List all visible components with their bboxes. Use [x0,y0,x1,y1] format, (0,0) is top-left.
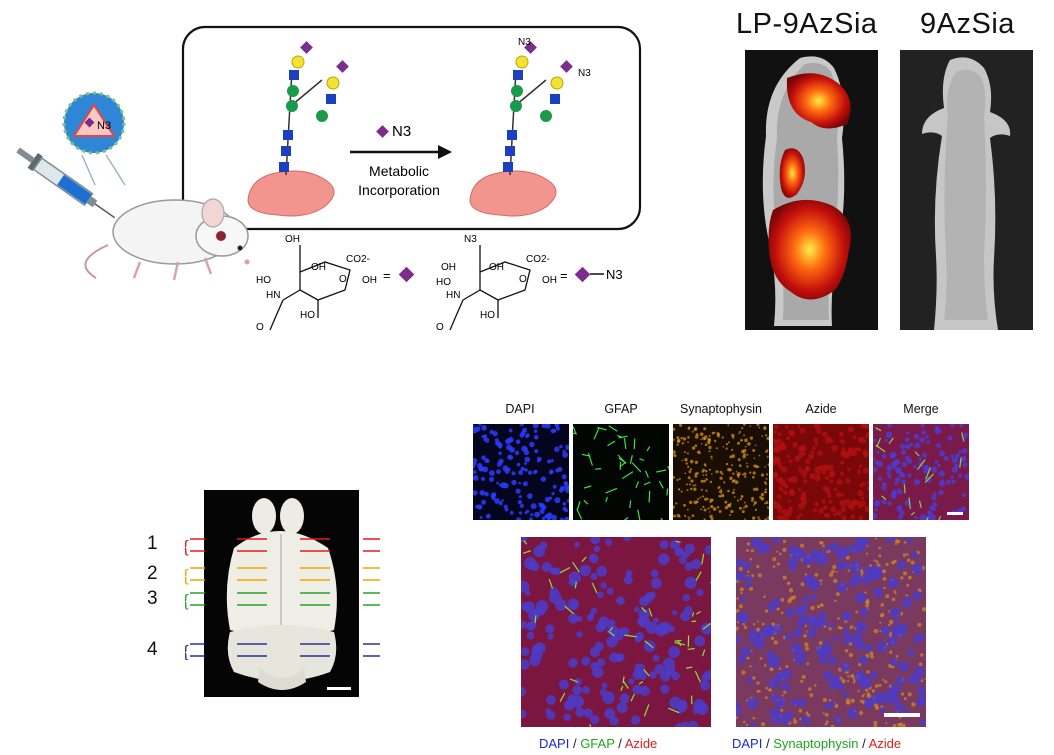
region-label-4: 4 [147,639,158,660]
svg-text:HO: HO [480,310,495,321]
svg-text:CO2-: CO2- [526,254,550,265]
svg-text:N3: N3 [392,123,411,140]
caption-segment: / [858,736,869,751]
region-label-3: 3 [147,588,158,609]
svg-text:{: { [185,566,189,585]
micrograph-merge [873,424,969,520]
svg-text:{: { [185,537,189,556]
ivis-image-9azsia [900,50,1033,330]
svg-text:Metabolic: Metabolic [369,163,429,179]
scheme-illustration: N3 [16,25,642,333]
svg-text:N3: N3 [606,267,623,282]
scale-bar [884,713,920,717]
azido-sialic-acid-structure: N3 OH OH HO HN HO O OH CO2- O = N3 [436,234,623,333]
scale-bar [947,512,963,515]
caption-segment: Synaptophysin [773,736,859,751]
svg-text:O: O [519,274,527,285]
svg-text:N3: N3 [518,37,531,48]
caption-segment: Azide [624,736,658,751]
scale-bar [327,687,351,690]
micrograph-dapi [473,424,569,520]
scheme-box [181,25,642,231]
channel-label-merge: Merge [903,402,939,416]
svg-text:Incorporation: Incorporation [358,182,440,198]
brain-icon-right [469,170,557,217]
merge-image-synaptophysin [736,537,926,727]
liposome-icon: N3 [62,91,126,186]
caption-segment: / [614,736,625,751]
caption-segment: Azide [868,736,902,751]
micrograph-gfap [573,424,669,520]
svg-text:N3: N3 [578,68,591,79]
caption-dapi-synaptophysin-azide: DAPI / Synaptophysin / Azide [732,736,901,751]
svg-text:HO: HO [300,310,315,321]
svg-text:CO2-: CO2- [346,254,370,265]
brain-section-lines: { { { { [185,537,380,660]
caption-segment: DAPI [732,736,763,751]
svg-text:O: O [256,322,264,333]
sialic-diamond-icon [376,125,389,138]
svg-text:N3: N3 [464,234,477,245]
micrograph-synaptophysin [673,424,769,520]
svg-text:=: = [560,268,568,283]
channel-label-gfap: GFAP [604,402,638,416]
caption-segment: / [569,736,581,751]
svg-text:N3: N3 [97,120,111,132]
brain-photo [204,490,359,697]
scheme-panel: N3 [0,0,700,340]
title-9azsia: 9AzSia [920,8,1015,40]
svg-text:HN: HN [266,290,280,301]
svg-text:HN: HN [446,290,460,301]
svg-text:HO: HO [436,277,451,288]
svg-text:{: { [185,642,189,660]
svg-text:OH: OH [285,234,300,245]
svg-text:OH: OH [362,275,377,286]
caption-segment: DAPI [539,736,570,751]
micrograph-azide [773,424,869,520]
mouse-icon [84,198,250,281]
svg-text:{: { [185,591,189,610]
channel-label-dapi: DAPI [505,402,535,416]
svg-text:OH: OH [441,262,456,273]
channel-label-azide: Azide [805,402,837,416]
svg-text:OH: OH [542,275,557,286]
region-label-1: 1 [147,533,158,554]
svg-text:OH: OH [489,262,504,273]
caption-segment: / [762,736,774,751]
region-label-2: 2 [147,563,158,584]
svg-text:O: O [436,322,444,333]
glycan-right: N3 N3 [503,37,591,176]
title-lp-9azsia: LP-9AzSia [736,8,878,40]
svg-text:HO: HO [256,275,271,286]
svg-text:OH: OH [311,262,326,273]
svg-text:O: O [339,274,347,285]
syringe-icon [16,147,116,219]
brain-icon-left [247,170,335,217]
caption-segment: GFAP [580,736,615,751]
caption-dapi-gfap-azide: DAPI / GFAP / Azide [539,736,657,751]
sialic-acid-structure: OH OH HO HN HO O OH CO2- O = [256,234,415,333]
ivis-image-lp-9azsia [745,50,878,330]
channel-label-synaptophysin: Synaptophysin [679,402,762,416]
svg-text:=: = [383,268,391,283]
glycan-left [279,41,349,176]
merge-image-gfap [521,537,711,727]
